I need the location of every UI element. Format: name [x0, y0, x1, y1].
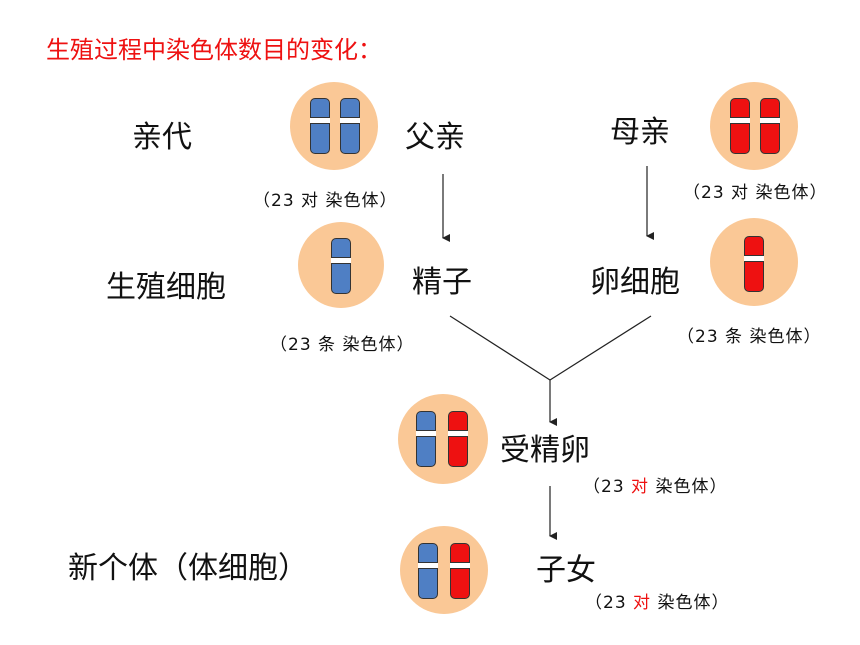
sperm-cell	[298, 222, 384, 308]
chromosome-red	[744, 236, 764, 292]
chromosome-blue	[418, 543, 438, 599]
child-cell	[400, 526, 488, 614]
chromosome-blue	[310, 98, 330, 154]
page-title: 生殖过程中染色体数目的变化：	[46, 36, 382, 64]
chromosome-red	[450, 543, 470, 599]
zygote-cell	[398, 394, 488, 484]
chromosome-blue	[340, 98, 360, 154]
chromosome-red	[730, 98, 750, 154]
count-mother: （23 对 染色体）	[683, 183, 828, 203]
chromosome-blue	[331, 238, 351, 294]
label-mother: 母亲	[610, 115, 670, 150]
chromosome-red	[448, 411, 468, 467]
count-sperm: （23 条 染色体）	[270, 335, 415, 355]
egg-cell	[710, 218, 798, 306]
line-sperm-merge	[449, 315, 551, 381]
father-cell	[290, 82, 378, 170]
count-egg: （23 条 染色体）	[677, 327, 822, 347]
row-label-offspring: 新个体（体细胞）	[68, 551, 308, 586]
mother-cell	[710, 82, 798, 170]
count-father: （23 对 染色体）	[253, 191, 398, 211]
row-label-parent: 亲代	[132, 120, 192, 155]
row-label-gamete: 生殖细胞	[106, 270, 226, 305]
line-egg-merge	[549, 315, 652, 381]
chromosome-blue	[416, 411, 436, 467]
count-child: （23 对 染色体）	[585, 593, 730, 613]
label-egg: 卵细胞	[590, 265, 680, 300]
count-zygote: （23 对 染色体）	[583, 477, 728, 497]
label-zygote: 受精卵	[500, 433, 590, 468]
chromosome-red	[760, 98, 780, 154]
label-child: 子女	[536, 553, 596, 588]
label-father: 父亲	[405, 120, 465, 155]
label-sperm: 精子	[412, 265, 472, 300]
